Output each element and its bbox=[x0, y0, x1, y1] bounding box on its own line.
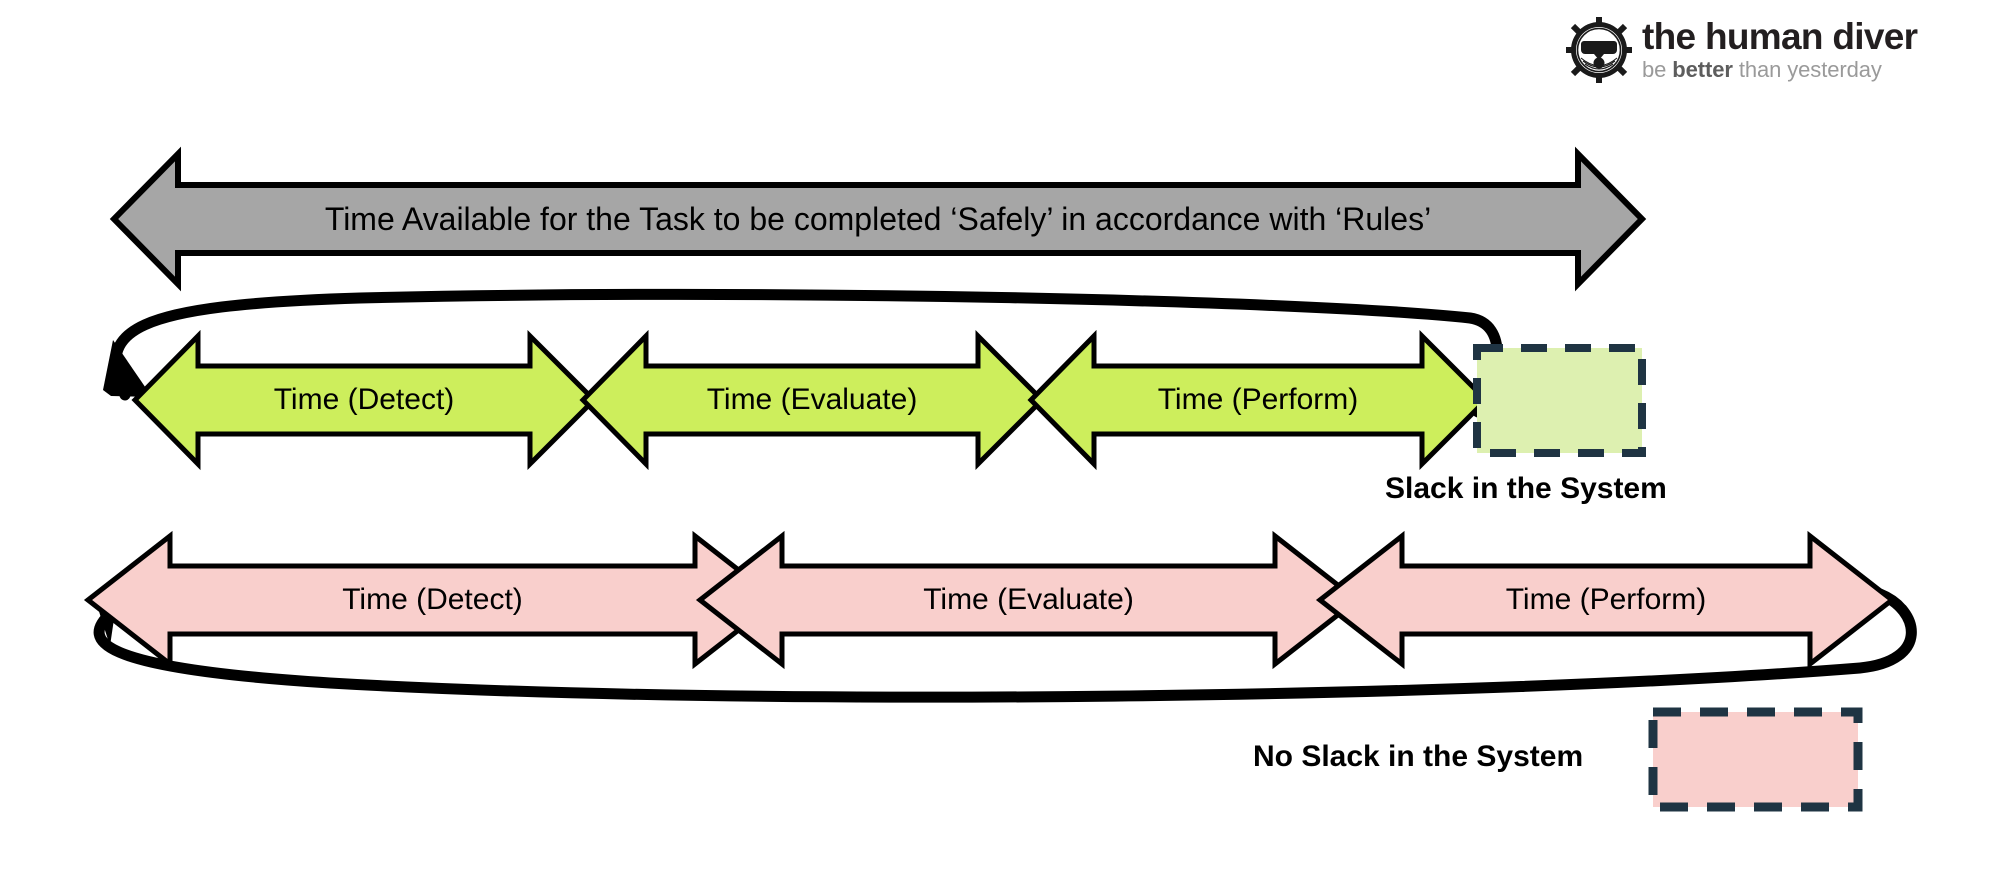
brand-logo: the human diver be better than yesterday bbox=[1566, 14, 1976, 86]
no-slack-arrow-detect bbox=[83, 530, 782, 670]
logo-tagline: be better than yesterday bbox=[1642, 57, 1917, 82]
slack-box bbox=[1473, 344, 1646, 457]
slack-callout: Slack in the System bbox=[1385, 472, 1667, 505]
logo-tagline-pre: be bbox=[1642, 56, 1673, 82]
no-slack-arrow-evaluate bbox=[695, 530, 1362, 670]
slack-arrow-detect bbox=[131, 329, 598, 471]
diver-helmet-gear-icon bbox=[1566, 17, 1632, 83]
no-slack-arrow-perform bbox=[1315, 530, 1897, 670]
slack-loop-line bbox=[110, 288, 1503, 418]
slack-arrow-evaluate bbox=[579, 329, 1046, 471]
no-slack-box bbox=[1648, 707, 1863, 812]
logo-wordmark: the human diver be better than yesterday bbox=[1642, 15, 1918, 82]
logo-brand-text: the human diver bbox=[1642, 15, 1918, 57]
logo-tagline-post: than yesterday bbox=[1732, 56, 1882, 82]
slack-loop-arrowhead bbox=[103, 340, 152, 397]
no-slack-loop-line bbox=[93, 588, 1917, 703]
slack-arrow-perform bbox=[1027, 329, 1490, 471]
no-slack-callout: No Slack in the System bbox=[1253, 740, 1584, 773]
logo-tagline-bold: better bbox=[1672, 56, 1733, 82]
time-available-arrow bbox=[109, 146, 1647, 292]
